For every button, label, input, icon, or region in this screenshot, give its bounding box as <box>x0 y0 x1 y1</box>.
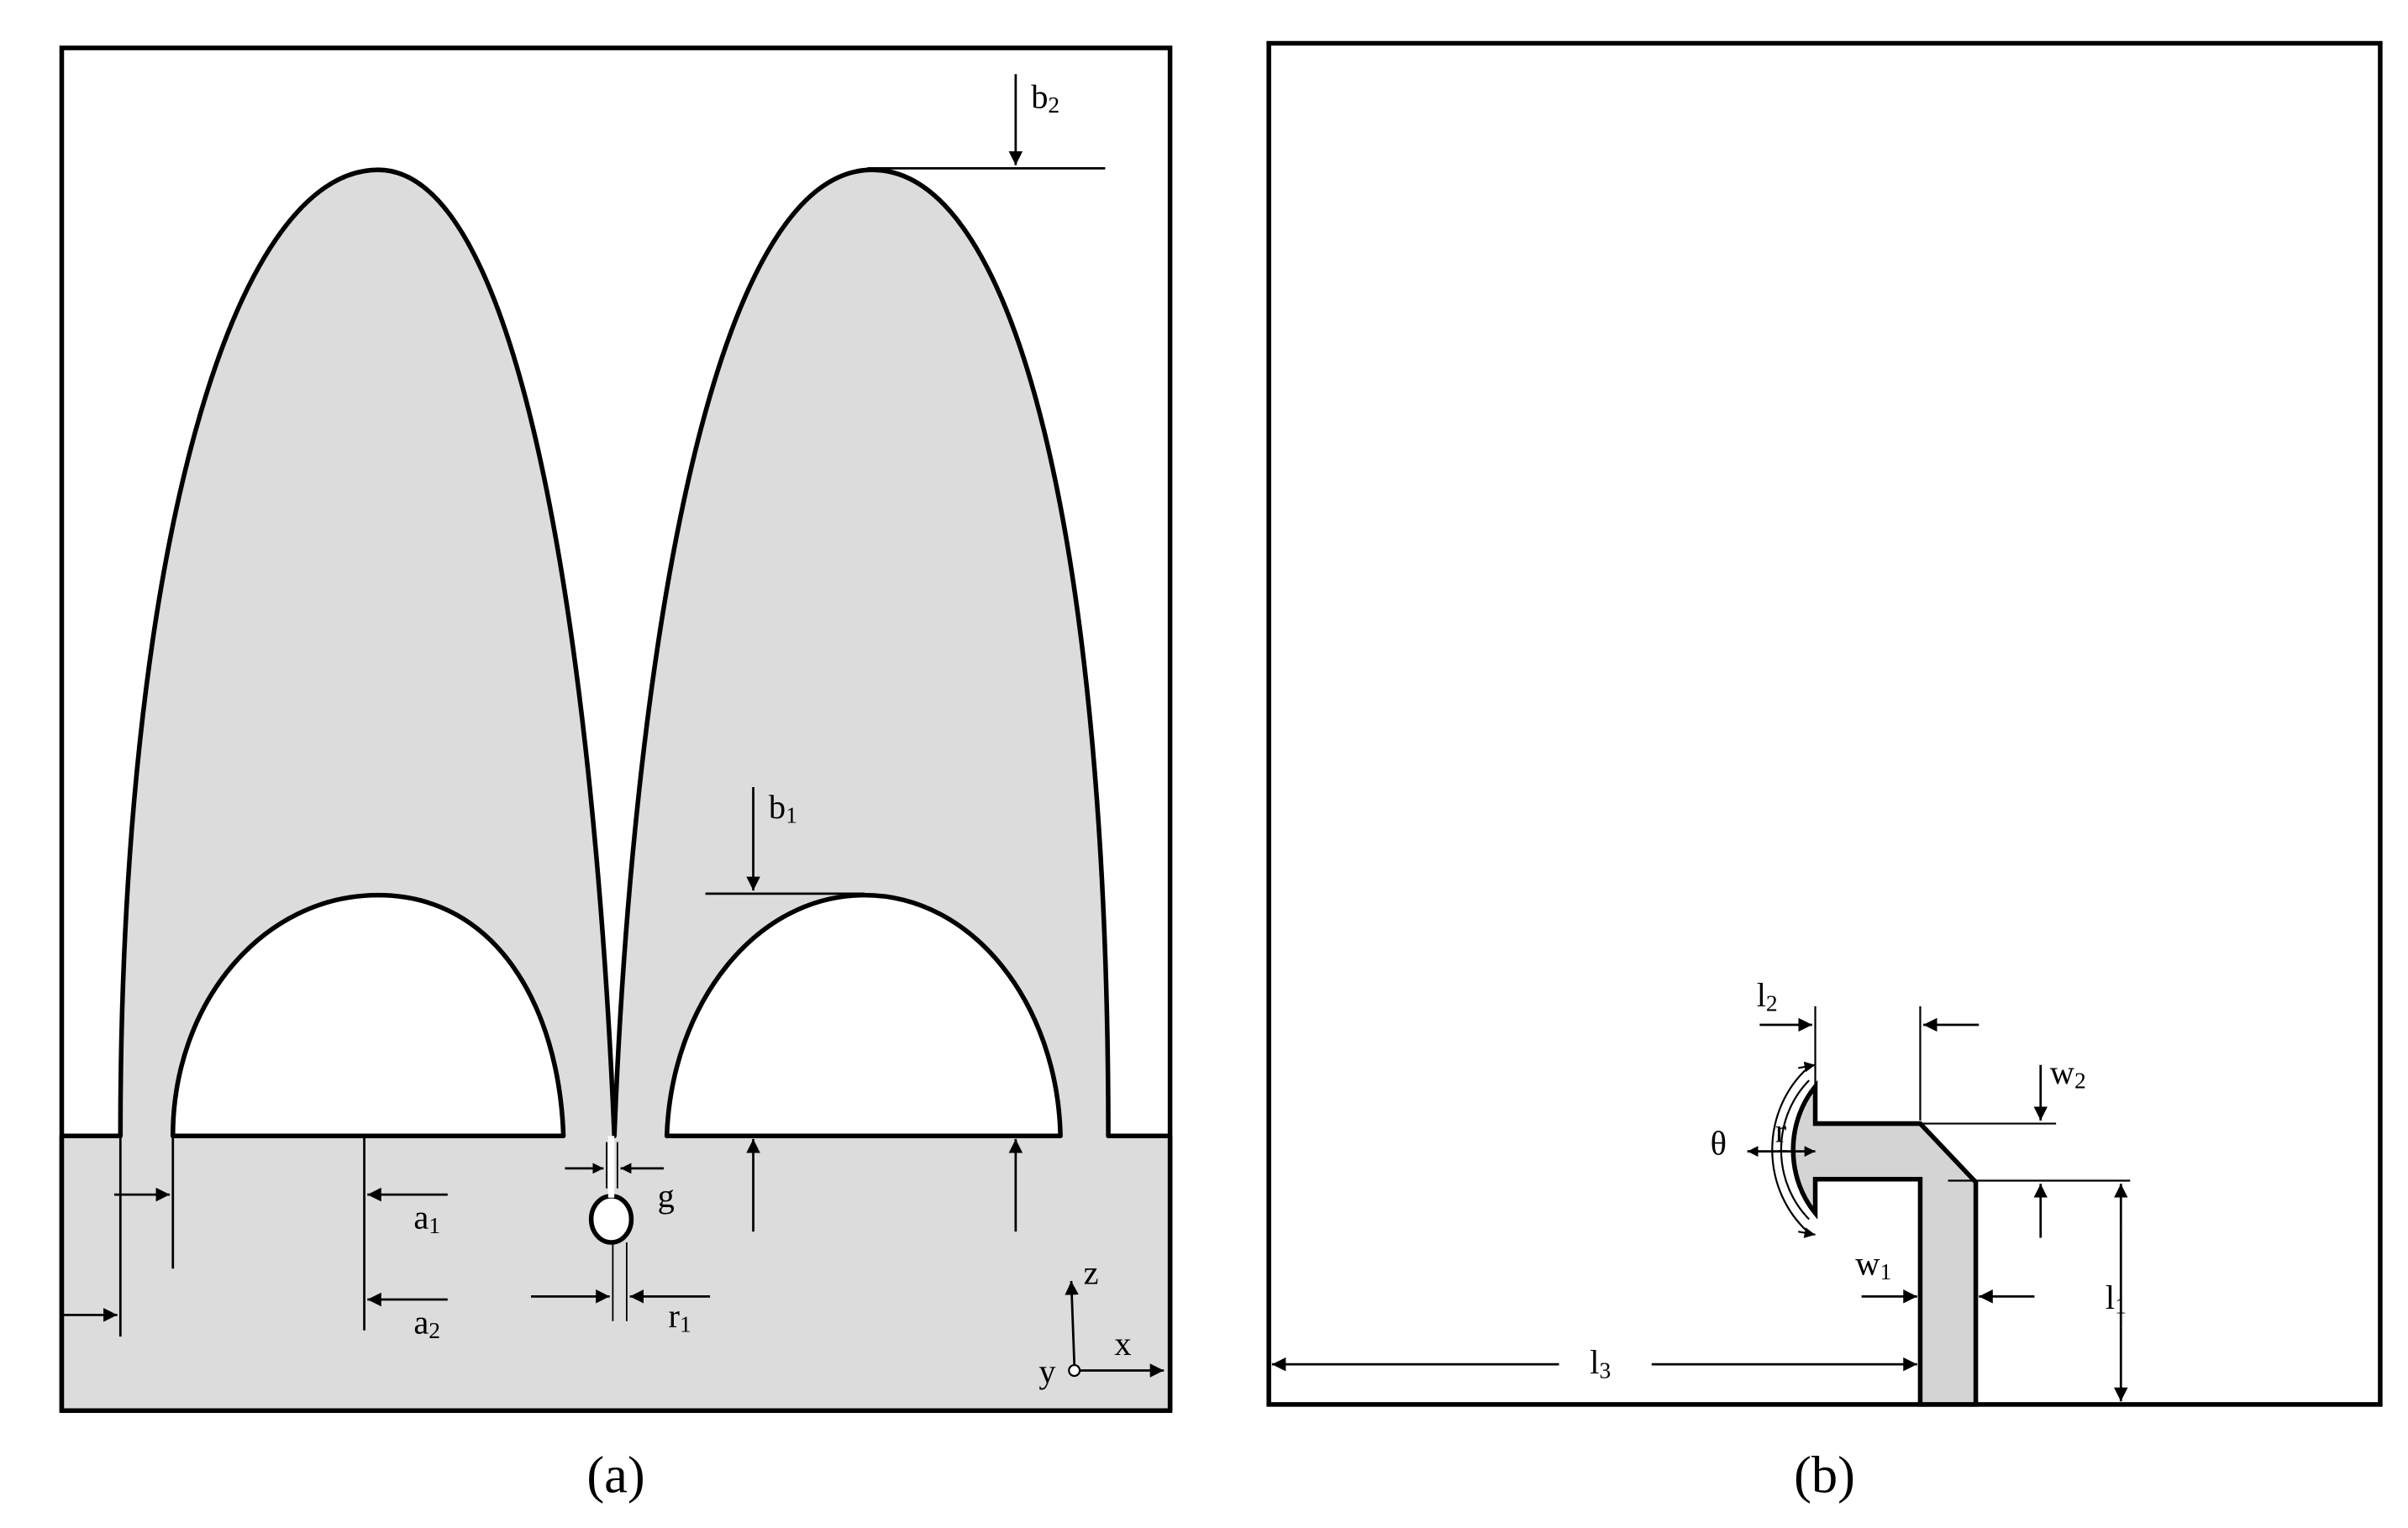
axis-label-z: z <box>1084 1254 1099 1292</box>
label-w1: w1 <box>1855 1245 1891 1285</box>
label-r: r <box>1775 1112 1787 1150</box>
label-l1: l1 <box>2106 1279 2127 1319</box>
axis-label-x: x <box>1114 1325 1131 1363</box>
label-b2: b2 <box>1031 78 1059 118</box>
caption-b: (b) <box>1794 1446 1855 1504</box>
label-r1: r1 <box>668 1297 691 1337</box>
axis-label-y: y <box>1038 1352 1056 1390</box>
label-a1: a1 <box>413 1198 440 1238</box>
panel-b-frame <box>1266 40 2383 1407</box>
label-w2: w2 <box>2050 1053 2086 1094</box>
label-l2: l2 <box>1757 976 1778 1016</box>
label-l3: l3 <box>1590 1343 1611 1384</box>
label-a2: a2 <box>413 1303 440 1343</box>
label-b1: b1 <box>769 788 797 828</box>
label-theta: θ <box>1711 1124 1727 1162</box>
coordinate-axes: z y x <box>1038 1254 1165 1390</box>
panel-b: θ r l2 w2 l1 w1 l3 (b) <box>1266 40 2383 1504</box>
panel-a: b2 b1 a1 a2 g r1 <box>59 45 1173 1504</box>
microstrip-feed <box>1790 1079 1979 1407</box>
caption-a: (a) <box>586 1446 644 1504</box>
label-g: g <box>658 1177 675 1215</box>
antenna-radiator <box>59 167 1173 1414</box>
feed-port <box>588 1194 634 1245</box>
